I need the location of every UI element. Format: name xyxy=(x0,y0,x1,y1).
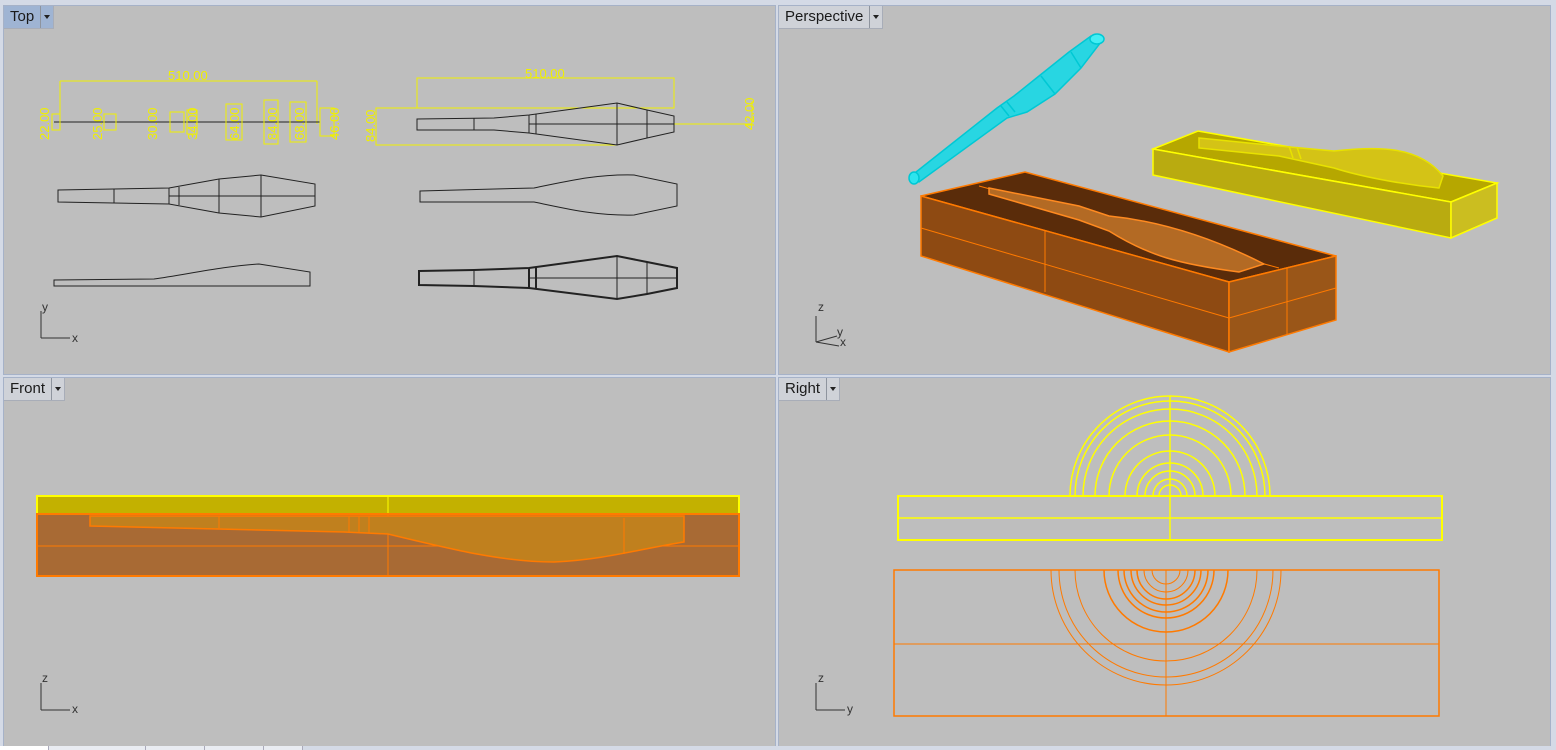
dim-diameter-8: 46.00 xyxy=(327,107,342,140)
dim-diameter-1: 22.00 xyxy=(37,107,52,140)
perspective-view-canvas[interactable]: z y x xyxy=(779,6,1550,374)
viewport-right[interactable]: Right xyxy=(778,377,1551,747)
svg-text:x: x xyxy=(72,331,78,345)
viewport-top[interactable]: Top 510.00 22.00 25.00 30.00 34.00 64.00… xyxy=(3,5,776,375)
dim-diameter-6: 84.00 xyxy=(265,107,280,140)
viewport-front[interactable]: Front z x xyxy=(3,377,776,747)
svg-text:x: x xyxy=(840,335,846,349)
viewport-tab-right[interactable]: Right xyxy=(779,378,841,401)
axis-indicator-top: y x xyxy=(40,300,78,345)
dimensions-right xyxy=(375,77,753,146)
top-view-canvas[interactable]: 510.00 22.00 25.00 30.00 34.00 64.00 84.… xyxy=(4,6,775,374)
bottom-tab-strip xyxy=(0,746,1556,750)
viewport-tab-front[interactable]: Front xyxy=(4,378,66,401)
viewport-layout-tab[interactable] xyxy=(0,746,49,750)
dim-diameter-3: 30.00 xyxy=(145,107,160,140)
svg-text:z: z xyxy=(42,671,48,685)
dim-diameter-7: 68.00 xyxy=(292,107,307,140)
front-orange-block[interactable] xyxy=(36,513,740,577)
viewport-tab-perspective[interactable]: Perspective xyxy=(779,6,884,29)
viewport-layout-tab[interactable] xyxy=(205,746,264,750)
dim-length-left: 510.00 xyxy=(168,68,208,83)
handle-selected-3d[interactable] xyxy=(908,33,1105,185)
dim-height-84: 84.00 xyxy=(363,109,378,142)
viewport-label: Perspective xyxy=(785,8,864,25)
viewport-perspective[interactable]: Perspective xyxy=(778,5,1551,375)
front-view-canvas[interactable]: z x xyxy=(4,378,775,746)
dropdown-arrow-icon[interactable] xyxy=(869,6,882,28)
dim-length-right: 510.00 xyxy=(525,66,565,81)
viewport-label: Right xyxy=(785,380,821,397)
dim-diameter-4: 34.00 xyxy=(185,107,200,140)
mold-half-yellow[interactable] xyxy=(1150,130,1500,240)
svg-text:z: z xyxy=(818,671,824,685)
front-yellow-plate[interactable] xyxy=(36,495,740,515)
viewport-tab-top[interactable]: Top xyxy=(4,6,55,29)
viewport-layout-tab[interactable] xyxy=(146,746,205,750)
mold-half-orange[interactable] xyxy=(920,171,1337,354)
right-view-canvas[interactable]: z y xyxy=(779,378,1550,746)
right-yellow-profile[interactable] xyxy=(897,395,1443,541)
svg-text:y: y xyxy=(42,300,48,314)
right-orange-profile[interactable] xyxy=(893,569,1440,717)
dropdown-arrow-icon[interactable] xyxy=(51,378,64,400)
svg-text:y: y xyxy=(837,325,843,339)
dim-diameter-2: 25.00 xyxy=(90,107,105,140)
viewport-layout-tab[interactable] xyxy=(264,746,303,750)
dropdown-arrow-icon[interactable] xyxy=(826,378,839,400)
viewport-label: Top xyxy=(10,8,35,25)
svg-text:x: x xyxy=(72,702,78,716)
viewport-label: Front xyxy=(10,380,46,397)
axis-indicator-front: z x xyxy=(40,671,78,716)
svg-text:y: y xyxy=(847,702,853,716)
svg-text:z: z xyxy=(818,300,824,314)
dropdown-arrow-icon[interactable] xyxy=(40,6,53,28)
axis-indicator-right: z y xyxy=(815,671,853,716)
dim-height-42: 42.00 xyxy=(742,97,757,130)
viewport-layout-tab[interactable] xyxy=(49,746,146,750)
handle-profiles xyxy=(53,102,678,301)
dimensions-left xyxy=(51,80,335,145)
axis-indicator-perspective: z y x xyxy=(815,300,846,349)
dim-diameter-5: 64.00 xyxy=(227,107,242,140)
